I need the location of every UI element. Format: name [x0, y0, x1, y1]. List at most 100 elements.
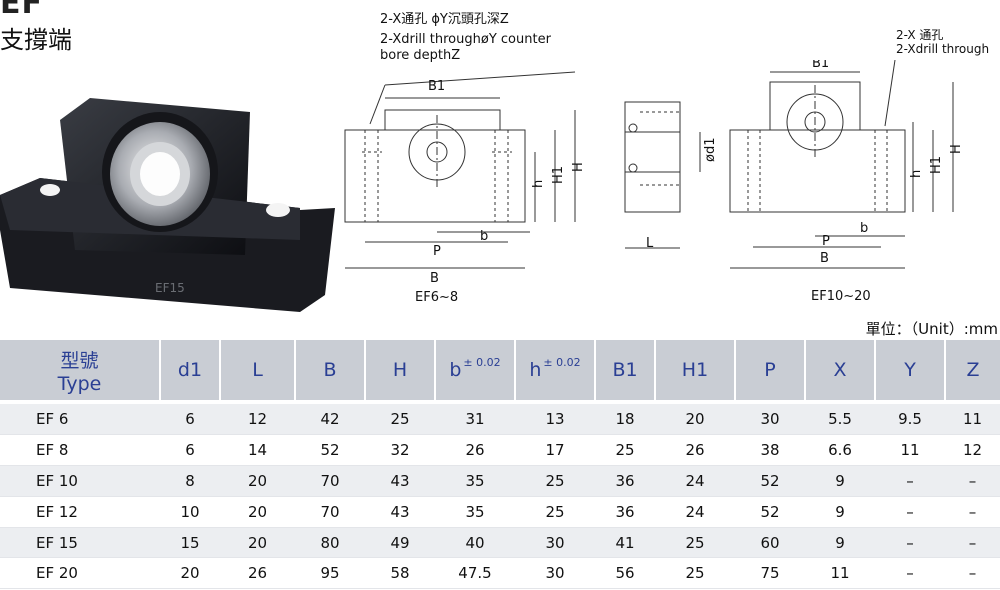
table-cell: 58: [365, 557, 435, 590]
table-cell: 11: [875, 434, 945, 467]
table-cell: 42: [295, 404, 365, 436]
table-cell: 25: [515, 496, 595, 528]
side-view: [624, 101, 701, 249]
table-cell: 41: [595, 527, 655, 559]
page-subtitle: 支撐端: [0, 26, 72, 54]
table-cell: –: [945, 527, 1000, 559]
note-left-line1: 2-X通孔 ϕY沉頭孔深Z: [380, 12, 509, 27]
table-cell: –: [945, 496, 1000, 528]
table-cell: 11: [805, 557, 875, 590]
table-cell: 52: [735, 465, 805, 497]
dim-bb-right: B: [820, 251, 829, 266]
table-cell: 20: [220, 527, 295, 559]
table-cell: 25: [595, 434, 655, 467]
cell-type: EF 10: [0, 465, 160, 497]
table-cell: 52: [735, 496, 805, 528]
col-d1: d1: [160, 340, 221, 400]
table-cell: 25: [655, 557, 735, 590]
table-cell: 35: [435, 465, 515, 497]
table-cell: 18: [595, 404, 655, 436]
dim-h1-right: H1: [929, 156, 944, 174]
table-cell: 25: [655, 527, 735, 559]
dim-hh-right: H: [949, 144, 964, 154]
table-cell: 40: [435, 527, 515, 559]
dim-p-right: P: [822, 234, 830, 249]
table-cell: 8: [160, 465, 220, 497]
dim-d1: ød1: [703, 138, 718, 162]
col-h-small: h± 0.02: [515, 340, 596, 400]
table-cell: 47.5: [435, 557, 515, 590]
table-cell: 36: [595, 465, 655, 497]
table-cell: 9: [805, 527, 875, 559]
table-cell: –: [875, 465, 945, 497]
table-cell: 12: [220, 404, 295, 436]
table-cell: 30: [515, 557, 595, 590]
table-cell: 9.5: [875, 404, 945, 436]
col-h1: H1: [655, 340, 736, 400]
table-cell: 70: [295, 465, 365, 497]
table-cell: 20: [160, 557, 220, 590]
table-cell: 35: [435, 496, 515, 528]
dim-bb-left: B: [430, 271, 439, 286]
table-cell: 75: [735, 557, 805, 590]
front-view-ef10-20: [729, 60, 954, 269]
dim-b1-right: B1: [812, 60, 829, 71]
table-cell: 26: [655, 434, 735, 467]
dim-h-small-left: h: [531, 180, 546, 188]
table-cell: 10: [160, 496, 220, 528]
col-b: B: [295, 340, 366, 400]
technical-drawing: B1 b P B h H1 H L ød1 B1 b P B h H1 H: [344, 60, 964, 286]
table-cell: 6.6: [805, 434, 875, 467]
table-cell: –: [945, 557, 1000, 590]
table-cell: 12: [945, 434, 1000, 467]
table-cell: 32: [365, 434, 435, 467]
col-b-small: b± 0.02: [435, 340, 516, 400]
table-cell: 70: [295, 496, 365, 528]
col-y: Y: [875, 340, 946, 400]
table-cell: –: [945, 465, 1000, 497]
table-cell: 36: [595, 496, 655, 528]
col-h: H: [365, 340, 436, 400]
page-title: EF: [0, 0, 43, 21]
col-l: L: [220, 340, 296, 400]
table-cell: 6: [160, 404, 220, 436]
col-x: X: [805, 340, 876, 400]
table-header-row: 型號 Type d1 L B H b± 0.02 h± 0.02 B1 H1 P…: [0, 340, 1000, 400]
table-cell: 25: [365, 404, 435, 436]
dim-b-left: b: [480, 229, 488, 244]
table-cell: 9: [805, 496, 875, 528]
cell-type: EF 12: [0, 496, 160, 528]
photo-stamp: EF15: [155, 281, 185, 295]
col-h-small-label: h: [529, 359, 542, 381]
table-cell: 31: [435, 404, 515, 436]
table-cell: 26: [435, 434, 515, 467]
dim-l: L: [646, 236, 654, 251]
cell-type: EF 15: [0, 527, 160, 559]
table-cell: –: [875, 557, 945, 590]
note-left-line3: bore depthZ: [380, 48, 461, 63]
table-cell: 9: [805, 465, 875, 497]
table-cell: 49: [365, 527, 435, 559]
front-view-ef6-8: [344, 71, 576, 269]
table-cell: 30: [515, 527, 595, 559]
table-cell: 25: [515, 465, 595, 497]
dim-p-left: P: [433, 244, 441, 259]
table-cell: 52: [295, 434, 365, 467]
table-cell: 26: [220, 557, 295, 590]
table-cell: 20: [220, 496, 295, 528]
col-type-cn: 型號: [60, 349, 99, 372]
dim-h1-left: H1: [551, 166, 566, 184]
dim-b1-left: B1: [428, 79, 445, 94]
table-cell: –: [875, 527, 945, 559]
table-cell: 24: [655, 465, 735, 497]
table-cell: 17: [515, 434, 595, 467]
note-right-line1: 2-X 通孔: [896, 28, 944, 42]
table-cell: 95: [295, 557, 365, 590]
table-cell: 56: [595, 557, 655, 590]
table-cell: 14: [220, 434, 295, 467]
table-cell: 20: [655, 404, 735, 436]
